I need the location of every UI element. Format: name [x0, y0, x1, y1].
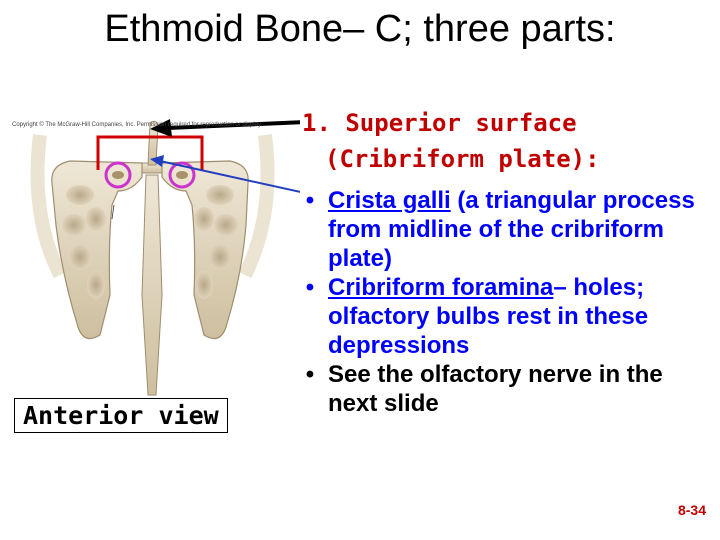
copyright-notice: Copyright © The McGraw-Hill Companies, I…: [12, 122, 263, 128]
ethmoid-illustration: [30, 119, 300, 396]
perpendicular-plate: [141, 174, 163, 396]
heading-line-2: (Cribriform plate):: [325, 145, 600, 173]
heading-line-1: 1. Superior surface: [302, 109, 577, 137]
bullet-dot: •: [305, 274, 315, 301]
right-labyrinth: [161, 160, 249, 340]
bullet-crista-galli: • Crista galli (a triangular process from…: [298, 186, 718, 273]
foramina-circle-left: [104, 161, 132, 189]
left-labyrinth: [51, 160, 143, 340]
slide-title: Ethmoid Bone– C; three parts:: [104, 8, 616, 50]
term-crista-galli[interactable]: Crista galli: [328, 187, 451, 214]
bullet-text: See the olfactory nerve in the next slid…: [328, 361, 663, 417]
section-heading: 1. Superior surface (Cribriform plate):: [302, 105, 600, 177]
superior-surface-arrow: [150, 119, 300, 137]
crista-galli: [147, 120, 159, 166]
bullet-olfactory-nerve: • See the olfactory nerve in the next sli…: [298, 360, 718, 418]
crista-galli-arrow: [150, 155, 300, 193]
bullet-list: • Crista galli (a triangular process from…: [298, 186, 718, 418]
superior-surface-bracket: [96, 135, 204, 170]
bullet-dot: •: [305, 361, 315, 388]
bullet-text: – holes; olfactory bulbs rest in these d…: [328, 274, 649, 359]
bullet-dot: •: [305, 187, 315, 214]
bullet-cribriform-foramina: • Cribriform foramina– holes; olfactory b…: [298, 273, 718, 360]
bullet-text: (a triangular process from midline of th…: [328, 187, 695, 272]
slide-number: 8-34: [677, 502, 706, 518]
term-cribriform-foramina[interactable]: Cribriform foramina: [328, 274, 554, 301]
foramina-circle-right: [168, 161, 196, 189]
figure-caption: Anterior view: [14, 398, 228, 433]
